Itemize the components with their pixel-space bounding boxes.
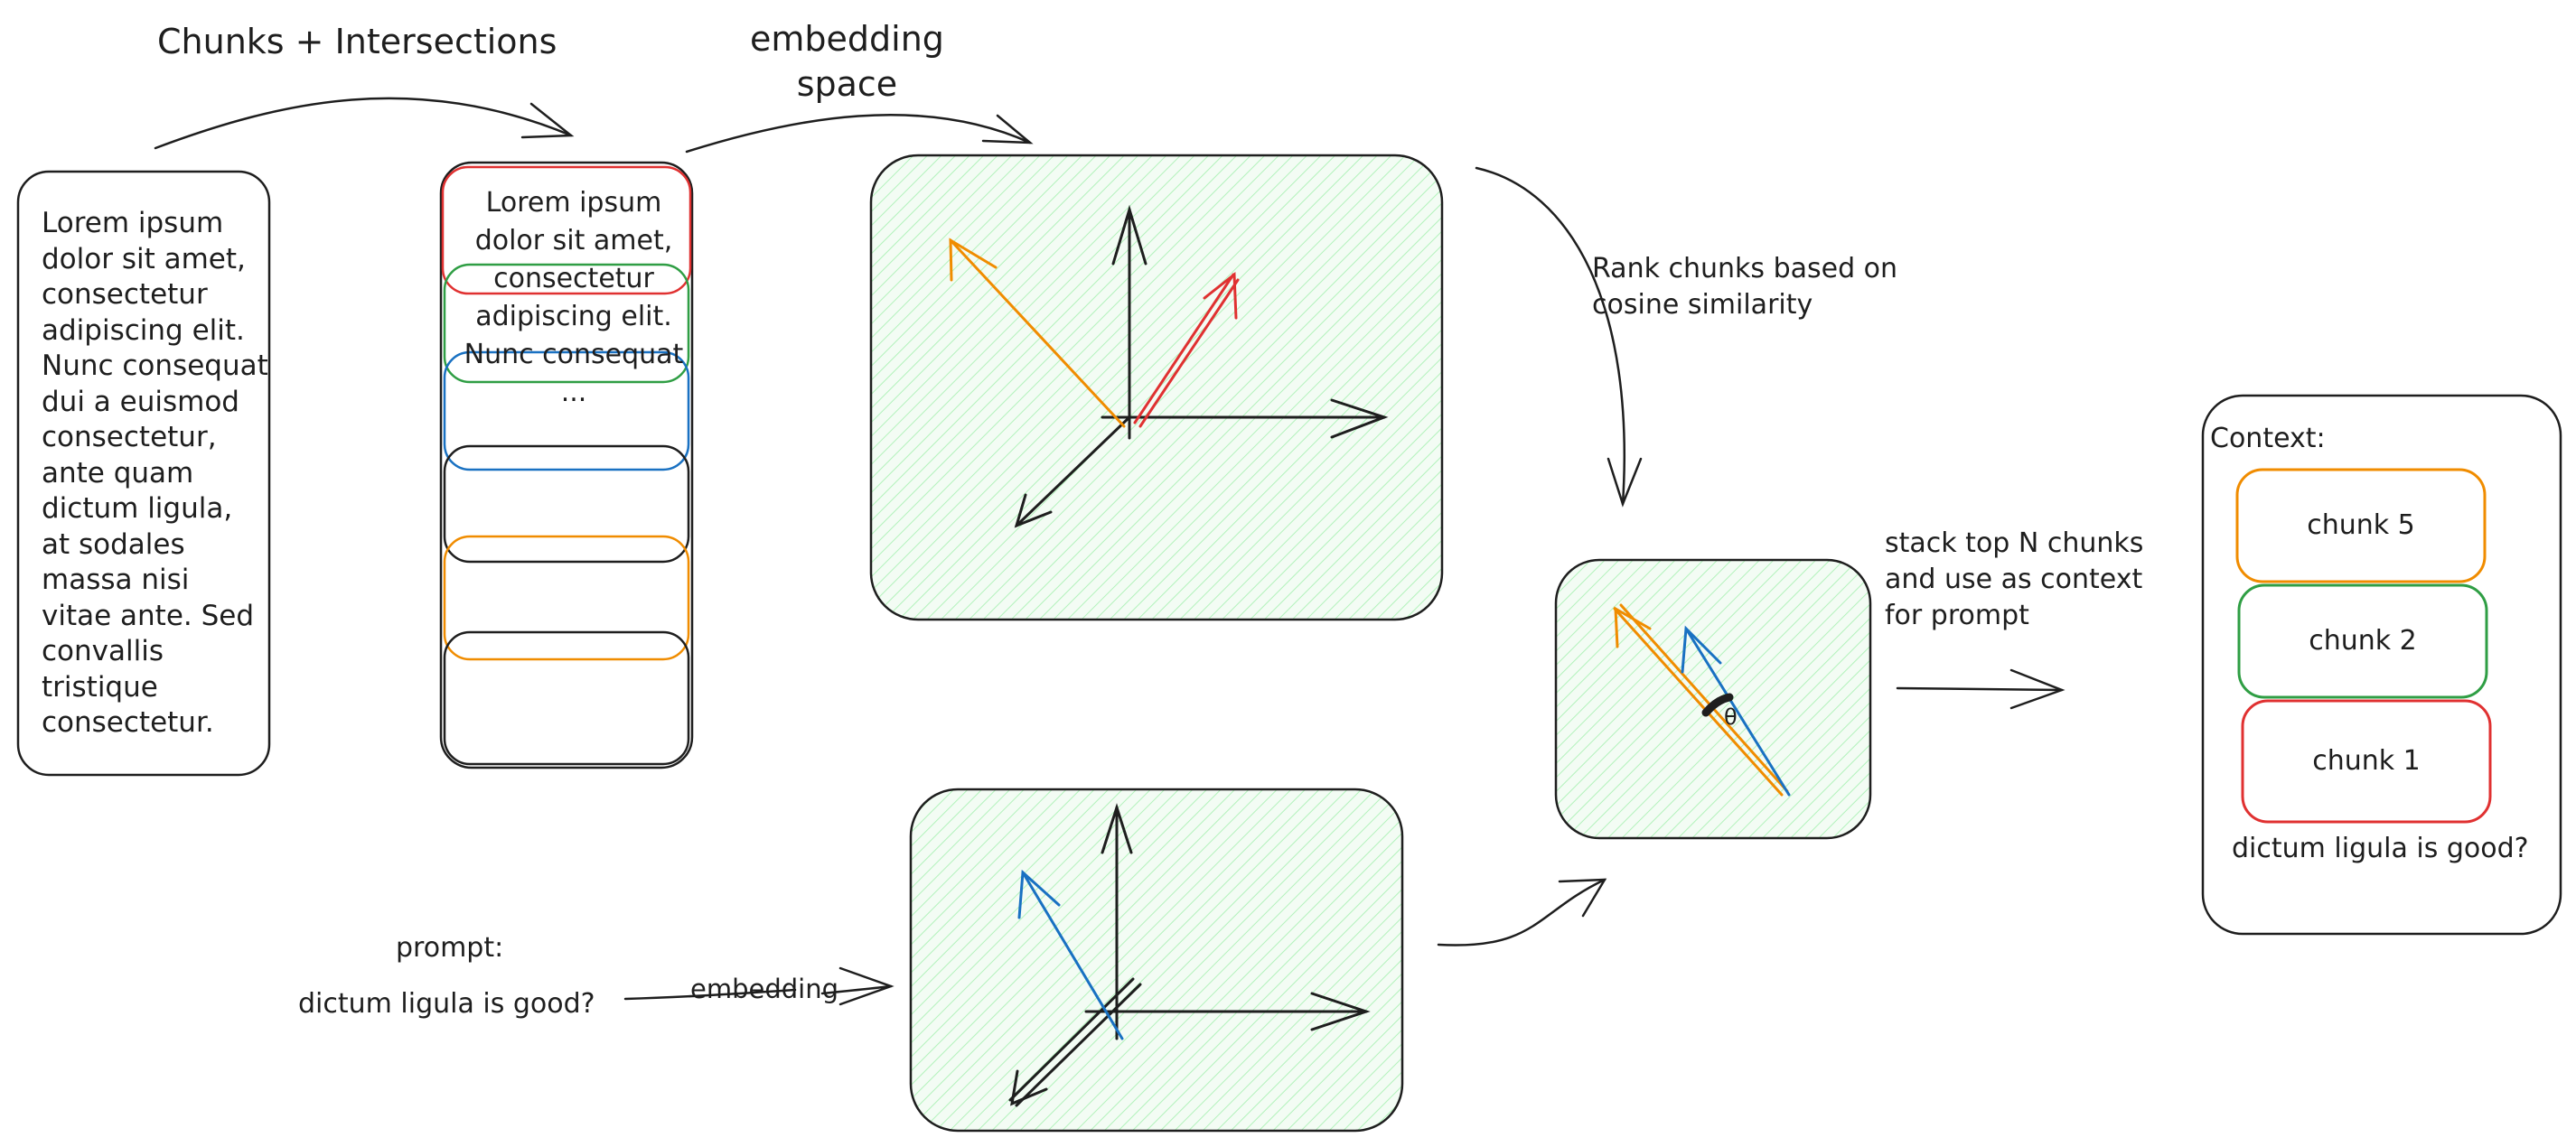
flow-arrows [154, 97, 2065, 1006]
vector-orange-chunks [949, 238, 1126, 428]
context-chunk-1-box [2241, 699, 2492, 824]
context-chunk-5-label: chunk 5 [2307, 509, 2415, 541]
vector-blue-prompt [1017, 869, 1124, 1040]
arrow-embedding-to-space-head [838, 966, 895, 1006]
vector-orange-similarity [1613, 603, 1789, 797]
axes-prompt [1008, 803, 1371, 1107]
arrow-doc-to-chunks [154, 97, 573, 150]
context-chunk-2-box [2237, 583, 2488, 699]
title-chunks-intersections: Chunks + Intersections [157, 22, 557, 61]
axes-chunks [1014, 204, 1389, 528]
arrow-space-to-similarity [1475, 166, 1626, 506]
chunk-outline-blue [443, 350, 690, 471]
chunk-outline-orange [443, 535, 690, 661]
context-chunk-2-label: chunk 2 [2309, 625, 2417, 657]
arrow-prompt-space-to-similarity-head [1558, 878, 1607, 918]
context-question: dictum ligula is good? [2232, 833, 2529, 864]
arrow-similarity-to-context-head [2009, 668, 2065, 710]
chunk-outline-red [441, 165, 692, 295]
chunked-document-text: Lorem ipsum dolor sit amet, consectetur … [464, 187, 684, 408]
stack-step-label: stack top N chunks and use as context fo… [1885, 527, 2144, 631]
source-document-text: Lorem ipsum dolor sit amet, consectetur … [42, 207, 268, 739]
angle-arc [1701, 693, 1734, 717]
context-chunk-1-label: chunk 1 [2312, 745, 2421, 777]
title-embedding-space: embedding space [750, 19, 944, 104]
arrow-prompt-to-embedding [623, 988, 797, 1001]
similarity-space [1554, 558, 1872, 840]
vector-blue-similarity [1681, 625, 1791, 797]
embedding-arrow-label: embedding [690, 974, 839, 1004]
rank-step-label: Rank chunks based on cosine similarity [1592, 253, 1898, 321]
context-label: Context: [2210, 423, 2326, 454]
chunk-outline-dark-2 [443, 630, 690, 766]
embedding-space-prompt [909, 788, 1404, 1133]
vector-red-chunks [1133, 272, 1240, 428]
arrow-similarity-to-context [1896, 686, 2064, 692]
arrow-chunks-to-space-head [981, 114, 1034, 145]
arrow-chunks-to-space [685, 113, 1032, 154]
arrow-prompt-space-to-similarity [1437, 878, 1606, 947]
chunk-outline-green [443, 263, 690, 384]
chunk-outline-dark-1 [443, 444, 690, 564]
prompt-label: prompt: [396, 932, 504, 964]
source-document-box [16, 170, 271, 777]
context-chunk-5-box [2235, 468, 2487, 583]
theta-symbol: θ [1724, 704, 1738, 730]
arrow-doc-to-chunks-head [520, 102, 575, 139]
chunked-document-box [439, 161, 694, 769]
prompt-text: dictum ligula is good? [298, 988, 595, 1020]
arrow-space-to-similarity-head [1606, 457, 1643, 508]
embedding-space-chunks [869, 154, 1444, 621]
